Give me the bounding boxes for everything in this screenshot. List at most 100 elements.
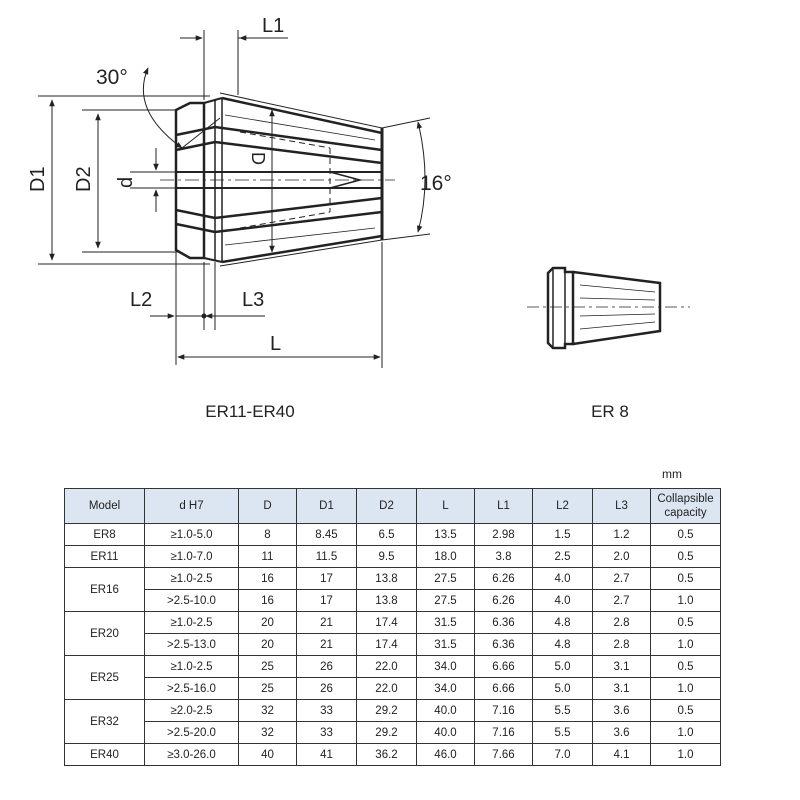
table-cell: 46.0	[416, 743, 475, 766]
model-cell: ER11	[64, 545, 145, 568]
table-cell: 3.1	[592, 677, 651, 700]
table-cell: 6.5	[356, 523, 417, 546]
table-cell: 3.6	[592, 699, 651, 722]
table-cell: ≥3.0-26.0	[144, 743, 239, 766]
table-cell: 8.45	[296, 523, 357, 546]
label-d-inner: D	[248, 152, 268, 165]
table-cell: 6.36	[474, 633, 533, 656]
table-cell: 0.5	[650, 567, 721, 590]
table-cell: ≥1.0-2.5	[144, 567, 239, 590]
table-cell: 9.5	[356, 545, 417, 568]
table-cell: 1.5	[532, 523, 593, 546]
table-cell: 2.0	[592, 545, 651, 568]
column-header: L2	[532, 488, 593, 524]
table-cell: 17	[296, 589, 357, 612]
collet-main-view	[160, 92, 395, 267]
column-header: L	[416, 488, 475, 524]
table-cell: 4.0	[532, 567, 593, 590]
table-cell: 3.8	[474, 545, 533, 568]
model-cell: ER25	[64, 655, 145, 700]
table-cell: 6.66	[474, 677, 533, 700]
table-cell: 2.7	[592, 567, 651, 590]
table-cell: ≥1.0-2.5	[144, 655, 239, 678]
model-cell: ER8	[64, 523, 145, 546]
column-header: L3	[592, 488, 651, 524]
table-cell: 33	[296, 721, 357, 744]
label-l: L	[270, 333, 281, 355]
table-cell: 40	[238, 743, 297, 766]
collet-er8-view	[527, 266, 690, 350]
table-cell: 2.5	[532, 545, 593, 568]
label-d-small: d	[115, 177, 137, 188]
table-cell: 40.0	[416, 721, 475, 744]
table-cell: 27.5	[416, 589, 475, 612]
table-cell: 0.5	[650, 699, 721, 722]
label-angle-30: 30°	[96, 66, 128, 89]
column-header: Model	[64, 488, 145, 524]
table-cell: 6.66	[474, 655, 533, 678]
unit-label: mm	[662, 467, 682, 481]
table-cell: 3.6	[592, 721, 651, 744]
table-cell: 17.4	[356, 611, 417, 634]
column-header: Collapsible capacity	[650, 488, 721, 524]
table-cell: 1.0	[650, 721, 721, 744]
table-cell: 34.0	[416, 677, 475, 700]
table-cell: 25	[238, 655, 297, 678]
table-cell: 13.8	[356, 589, 417, 612]
label-l2: L2	[130, 289, 152, 311]
table-cell: 41	[296, 743, 357, 766]
table-cell: 5.5	[532, 699, 593, 722]
table-cell: 3.1	[592, 655, 651, 678]
table-cell: 40.0	[416, 699, 475, 722]
table-cell: 1.0	[650, 743, 721, 766]
table-cell: 4.8	[532, 633, 593, 656]
table-cell: 1.0	[650, 589, 721, 612]
column-header: D	[238, 488, 297, 524]
collet-technical-drawing: L1 30° D1 D2 d D 16° L2 L3 L	[27, 15, 690, 368]
table-cell: 27.5	[416, 567, 475, 590]
table-cell: 5.5	[532, 721, 593, 744]
table-cell: 36.2	[356, 743, 417, 766]
label-l1: L1	[262, 15, 284, 37]
model-cell: ER20	[64, 611, 145, 656]
column-header: L1	[474, 488, 533, 524]
table-cell: 6.36	[474, 611, 533, 634]
table-cell: 21	[296, 633, 357, 656]
table-cell: 0.5	[650, 545, 721, 568]
table-cell: 2.8	[592, 633, 651, 656]
table-cell: 11.5	[296, 545, 357, 568]
table-cell: 5.0	[532, 655, 593, 678]
table-cell: 6.26	[474, 589, 533, 612]
table-cell: 0.5	[650, 655, 721, 678]
table-cell: 2.7	[592, 589, 651, 612]
table-cell: 22.0	[356, 677, 417, 700]
table-cell: 4.0	[532, 589, 593, 612]
table-cell: 13.5	[416, 523, 475, 546]
table-cell: 7.66	[474, 743, 533, 766]
table-cell: 0.5	[650, 611, 721, 634]
table-cell: 21	[296, 611, 357, 634]
table-cell: 18.0	[416, 545, 475, 568]
table-cell: 7.16	[474, 699, 533, 722]
dimension-lines	[38, 30, 431, 368]
table-cell: 6.26	[474, 567, 533, 590]
table-cell: 1.2	[592, 523, 651, 546]
label-d2: D2	[73, 166, 95, 192]
table-cell: 29.2	[356, 721, 417, 744]
table-cell: 2.8	[592, 611, 651, 634]
table-cell: 5.0	[532, 677, 593, 700]
table-cell: ≥2.0-2.5	[144, 699, 239, 722]
table-cell: 11	[238, 545, 297, 568]
table-cell: 22.0	[356, 655, 417, 678]
table-cell: >2.5-13.0	[144, 633, 239, 656]
caption-er11-er40: ER11-ER40	[205, 402, 295, 421]
table-cell: 25	[238, 677, 297, 700]
table-cell: 16	[238, 567, 297, 590]
